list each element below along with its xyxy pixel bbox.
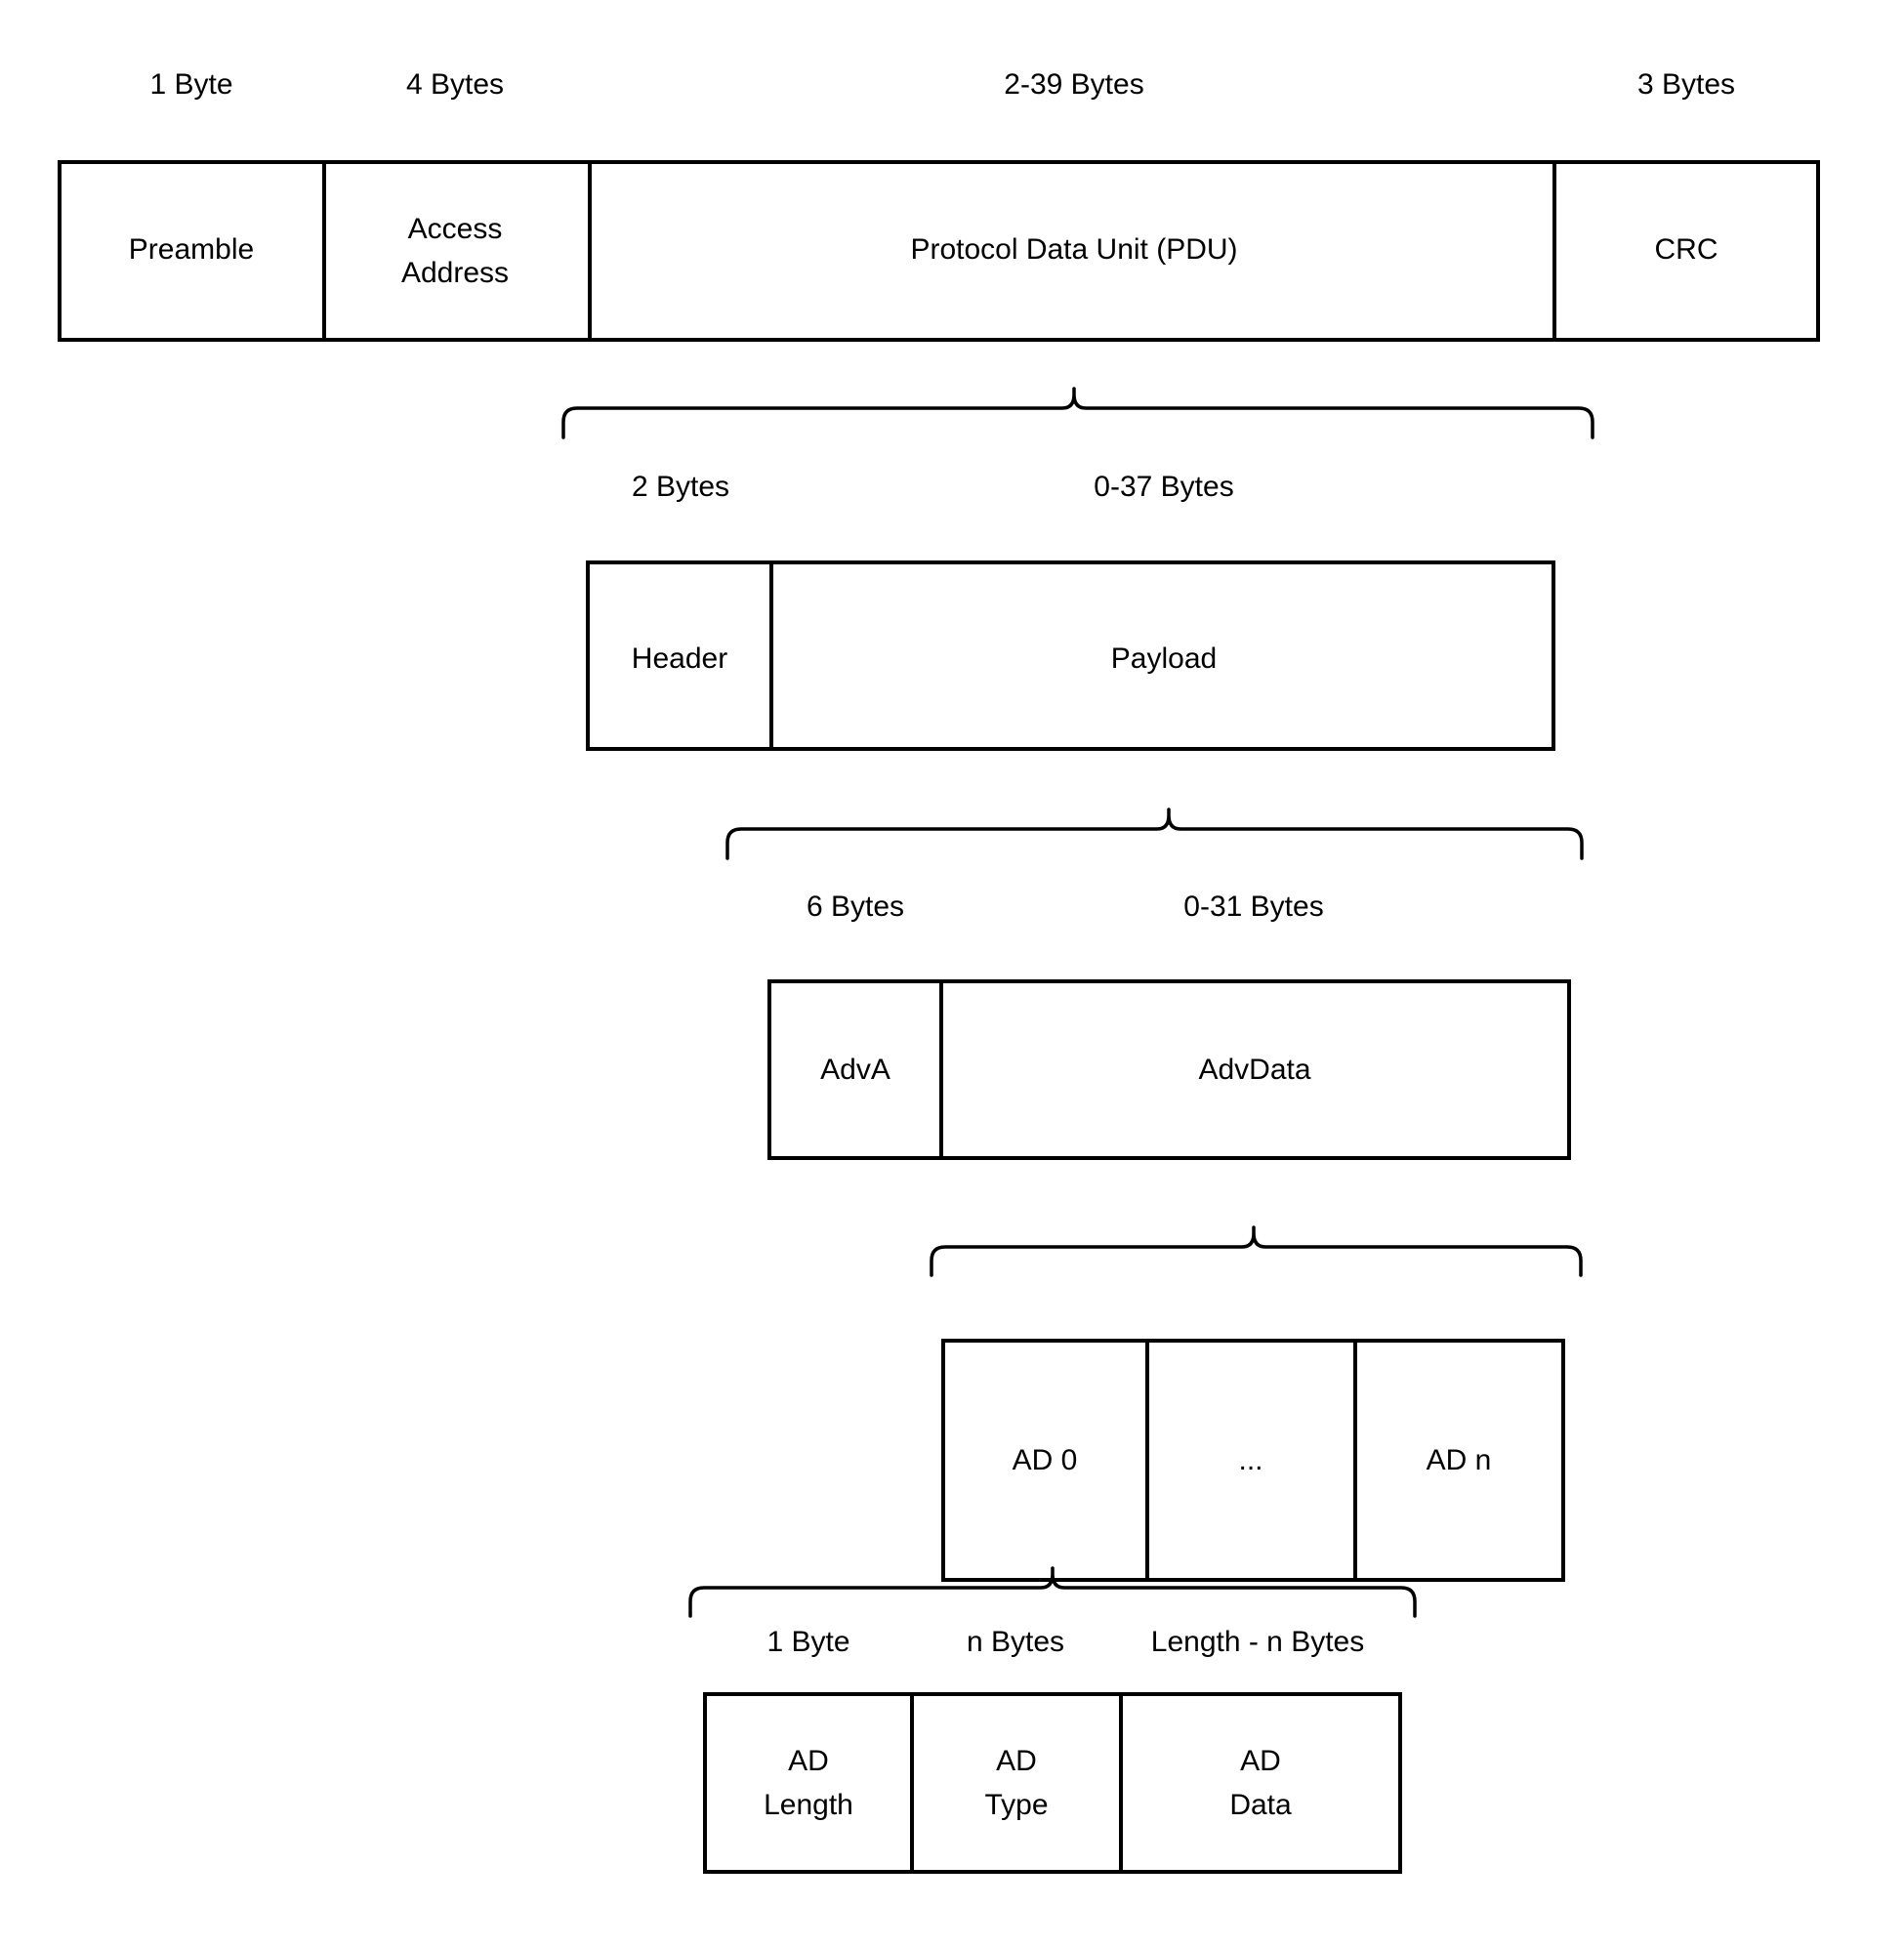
row-link-layer-packet: 1 Byte 4 Bytes 2-39 Bytes 3 Bytes Preamb…: [58, 68, 1820, 342]
cell-ad-ellipsis: ...: [1238, 1444, 1262, 1476]
cell-ad-n: AD n: [1427, 1444, 1492, 1476]
size-label-pdu: 2-39 Bytes: [1004, 68, 1143, 101]
row-advdata: AD 0 ... AD n: [941, 1339, 1565, 1582]
cell-crc: CRC: [1655, 233, 1718, 266]
cell-advdata: AdvData: [1198, 1054, 1310, 1086]
size-label-preamble: 1 Byte: [149, 68, 232, 101]
cell-ad-type-line2: Type: [984, 1789, 1048, 1821]
row-advdata-outline: [941, 1339, 1565, 1582]
cell-ad-type-line1: AD: [996, 1745, 1037, 1777]
size-label-payload: 0-37 Bytes: [1094, 471, 1233, 503]
size-label-advdata: 0-31 Bytes: [1183, 891, 1323, 923]
size-label-access-address: 4 Bytes: [406, 68, 504, 101]
row-payload-outline: [767, 979, 1571, 1160]
cell-preamble: Preamble: [129, 233, 254, 266]
cell-ad-data-line2: Data: [1229, 1789, 1292, 1821]
row-payload: 6 Bytes 0-31 Bytes AdvA AdvData: [767, 891, 1571, 1160]
brace-payload: [725, 808, 1584, 860]
size-label-adva: 6 Bytes: [807, 891, 904, 923]
brace-ad-structure: [688, 1566, 1417, 1618]
row-pdu-outline: [586, 560, 1555, 751]
size-label-ad-type: n Bytes: [967, 1626, 1064, 1658]
cell-adva: AdvA: [820, 1054, 890, 1086]
row-pdu: 2 Bytes 0-37 Bytes Header Payload: [586, 471, 1555, 751]
size-label-header: 2 Bytes: [632, 471, 729, 503]
cell-access-address-line1: Access: [408, 213, 503, 245]
cell-payload: Payload: [1111, 642, 1217, 675]
cell-ad-length-line1: AD: [788, 1745, 829, 1777]
cell-ad-data-line1: AD: [1240, 1745, 1281, 1777]
size-label-crc: 3 Bytes: [1637, 68, 1735, 101]
brace-pdu: [561, 387, 1594, 439]
cell-ad-length-line2: Length: [764, 1789, 853, 1821]
cell-access-address-line2: Address: [401, 257, 509, 289]
size-label-ad-data: Length - n Bytes: [1151, 1626, 1364, 1658]
row-link-layer-packet-outline: [58, 160, 1820, 342]
cell-pdu: Protocol Data Unit (PDU): [910, 233, 1237, 266]
row-ad-structure-outline: [703, 1692, 1402, 1874]
row-ad-structure: 1 Byte n Bytes Length - n Bytes AD Lengt…: [703, 1626, 1402, 1874]
size-label-ad-length: 1 Byte: [766, 1626, 849, 1658]
cell-header: Header: [632, 642, 727, 675]
brace-advdata: [930, 1225, 1583, 1277]
cell-ad-0: AD 0: [1013, 1444, 1078, 1476]
